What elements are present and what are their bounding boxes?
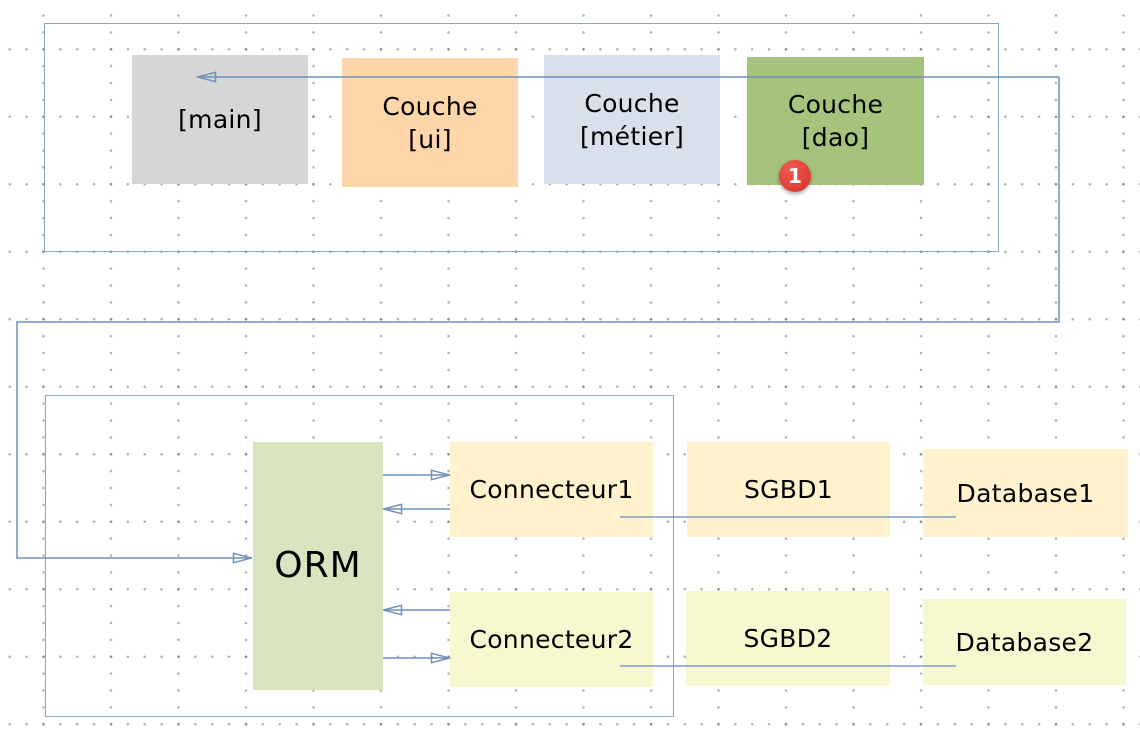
layer-ui-box[interactable]: Couche [ui]: [342, 58, 518, 187]
sgbd2-box[interactable]: SGBD2: [686, 591, 890, 686]
annotation-badge-1-number: 1: [788, 164, 802, 188]
connecteur1-box[interactable]: Connecteur1: [450, 442, 653, 537]
annotation-badge-1: 1: [779, 160, 811, 192]
connecteur2-box[interactable]: Connecteur2: [450, 592, 653, 687]
database2-label: Database2: [955, 627, 1094, 657]
layer-main-label: [main]: [178, 105, 262, 134]
layer-ui-label: Couche [ui]: [382, 91, 478, 154]
database1-box[interactable]: Database1: [923, 449, 1128, 537]
layer-dao-label: Couche [dao]: [787, 90, 884, 152]
orm-box[interactable]: ORM: [253, 442, 383, 690]
orm-label: ORM: [274, 545, 362, 587]
database2-box[interactable]: Database2: [923, 599, 1126, 685]
layer-main-box[interactable]: [main]: [132, 55, 308, 184]
layer-metier-label: Couche [métier]: [579, 88, 685, 151]
layer-metier-box[interactable]: Couche [métier]: [544, 55, 720, 184]
sgbd2-label: SGBD2: [743, 624, 833, 653]
layer-dao-box[interactable]: Couche [dao]: [747, 57, 924, 185]
database1-label: Database1: [956, 478, 1095, 508]
sgbd1-label: SGBD1: [743, 475, 834, 504]
connecteur2-label: Connecteur2: [469, 625, 634, 654]
sgbd1-box[interactable]: SGBD1: [687, 442, 890, 537]
connecteur1-label: Connecteur1: [469, 475, 634, 504]
